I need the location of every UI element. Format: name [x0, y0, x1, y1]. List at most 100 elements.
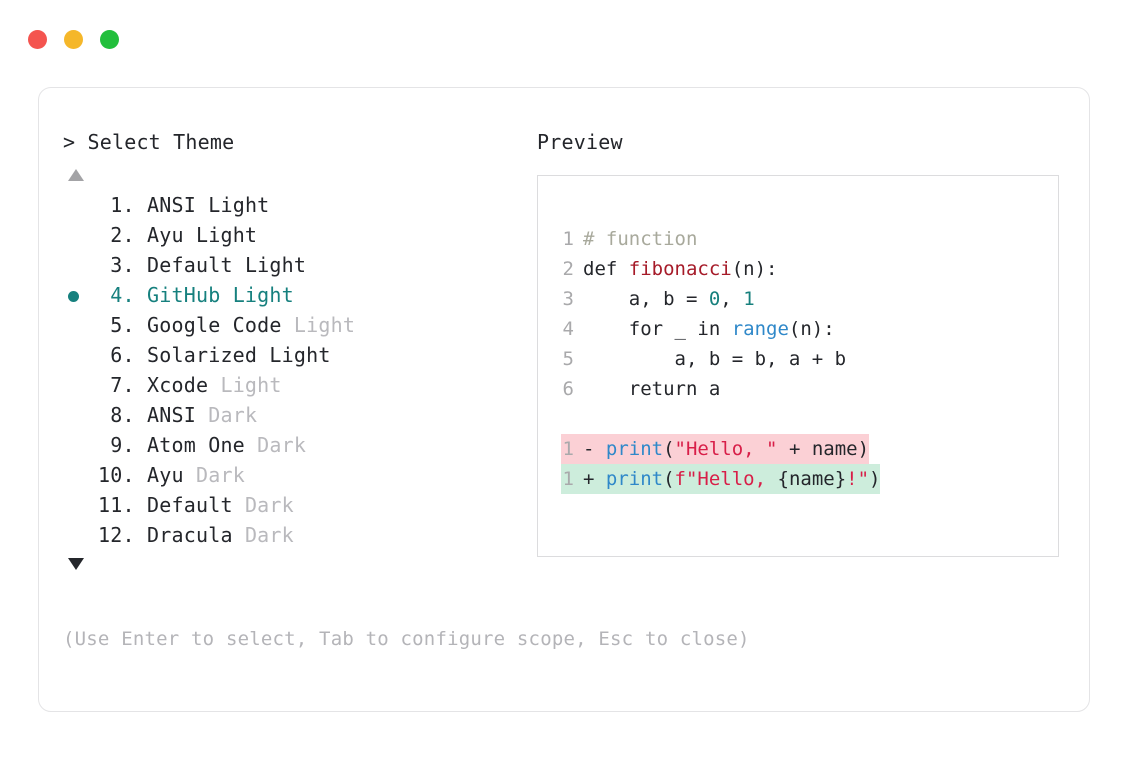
- theme-item-index: 10.: [98, 463, 147, 487]
- theme-list-item[interactable]: 3. Default Light: [63, 250, 533, 280]
- theme-item-variant: Dark: [244, 523, 294, 547]
- scroll-down-icon[interactable]: [68, 558, 84, 570]
- theme-list-item[interactable]: 5. Google Code Light: [63, 310, 533, 340]
- code-token: ): [869, 468, 881, 490]
- minimize-button[interactable]: [64, 30, 83, 49]
- theme-item-variant: Light: [220, 373, 282, 397]
- theme-item-name: Atom One: [147, 433, 258, 457]
- theme-list-item[interactable]: 1. ANSI Light: [63, 190, 533, 220]
- line-number: 4: [562, 318, 574, 340]
- maximize-button[interactable]: [100, 30, 119, 49]
- theme-item-name: Xcode: [147, 373, 221, 397]
- theme-item-index: 5.: [98, 313, 147, 337]
- code-token: print: [605, 438, 664, 460]
- theme-item-index: 11.: [98, 493, 147, 517]
- theme-item-variant: Dark: [244, 493, 294, 517]
- theme-list-item[interactable]: 4. GitHub Light: [63, 280, 533, 310]
- diff-sign: +: [583, 468, 606, 490]
- theme-item-variant: Light: [195, 223, 258, 247]
- theme-list-item[interactable]: 9. Atom One Dark: [63, 430, 533, 460]
- code-token: print: [605, 468, 664, 490]
- window-traffic-lights: [28, 30, 119, 49]
- theme-item-name: Default: [147, 253, 245, 277]
- diff-line-add: 1+ print(f"Hello, {name}!"): [561, 464, 881, 494]
- code-token: (n):: [788, 318, 835, 340]
- theme-list-item[interactable]: 11. Default Dark: [63, 490, 533, 520]
- code-token: for _ in: [583, 318, 732, 340]
- theme-item-name: Ayu: [147, 463, 196, 487]
- code-preview: 1# function 2 def fibonacci (n): 3 a, b = 0,…: [561, 224, 1058, 494]
- theme-item-index: 4.: [98, 283, 147, 307]
- scroll-up-icon[interactable]: [68, 169, 84, 181]
- theme-item-index: 9.: [98, 433, 147, 457]
- theme-item-index: 8.: [98, 403, 147, 427]
- selected-bullet-icon: [68, 291, 79, 302]
- line-number: 1: [562, 468, 574, 490]
- theme-item-index: 6.: [98, 343, 147, 367]
- theme-item-variant: Dark: [208, 403, 258, 427]
- code-token: ,: [720, 288, 744, 310]
- diff-line-del: 1- print("Hello, " + name): [561, 434, 870, 464]
- theme-item-index: 3.: [98, 253, 147, 277]
- theme-list-item[interactable]: 7. Xcode Light: [63, 370, 533, 400]
- code-line: 6 return a: [561, 374, 1058, 404]
- line-number: 3: [562, 288, 574, 310]
- theme-item-variant: Light: [269, 343, 331, 367]
- theme-item-variant: Light: [232, 283, 294, 307]
- theme-item-index: 7.: [98, 373, 147, 397]
- page-title: > Select Theme: [63, 130, 235, 154]
- theme-item-name: Solarized: [147, 343, 270, 367]
- code-token: (: [663, 468, 675, 490]
- code-line: 3 a, b = 0, 1: [561, 284, 1058, 314]
- code-token: range: [731, 318, 789, 340]
- theme-list-item[interactable]: 2. Ayu Light: [63, 220, 533, 250]
- theme-list-item[interactable]: 10. Ayu Dark: [63, 460, 533, 490]
- line-number: 1: [562, 228, 574, 250]
- preview-panel: Preview 1# function 2 def fibonacci (n): 3 a…: [537, 132, 1067, 557]
- theme-item-name: GitHub: [147, 283, 233, 307]
- line-number: 5: [562, 348, 574, 370]
- theme-list-panel: > Select Theme 1. ANSI Light 2. Ayu Ligh…: [63, 132, 533, 570]
- theme-item-index: 12.: [98, 523, 147, 547]
- theme-item-index: 1.: [98, 193, 147, 217]
- theme-item-name: Google Code: [147, 313, 294, 337]
- code-token: ): [857, 438, 870, 460]
- code-line: 4 for _ in range(n):: [561, 314, 1058, 344]
- code-spacer: [561, 404, 1058, 434]
- line-number: 2: [562, 258, 574, 280]
- code-token: def: [583, 258, 629, 280]
- code-token: 1: [743, 288, 755, 310]
- preview-box: 1# function 2 def fibonacci (n): 3 a, b = 0,…: [537, 175, 1059, 557]
- code-line: 1# function: [561, 224, 1058, 254]
- theme-list: 1. ANSI Light 2. Ayu Light 3. Default Li…: [63, 190, 533, 550]
- theme-list-item[interactable]: 12. Dracula Dark: [63, 520, 533, 550]
- theme-item-variant: Light: [208, 193, 270, 217]
- code-token: {name}: [777, 468, 847, 490]
- theme-item-name: ANSI: [147, 403, 209, 427]
- code-token: "Hello, ": [674, 438, 778, 460]
- theme-item-name: Default: [147, 493, 245, 517]
- preview-title: Preview: [537, 130, 623, 154]
- theme-item-variant: Light: [293, 313, 356, 337]
- theme-list-item[interactable]: 8. ANSI Dark: [63, 400, 533, 430]
- theme-selector-card: > Select Theme 1. ANSI Light 2. Ayu Ligh…: [38, 87, 1090, 712]
- theme-list-item[interactable]: 6. Solarized Light: [63, 340, 533, 370]
- theme-item-name: ANSI: [147, 193, 209, 217]
- diff-sign: -: [583, 438, 606, 460]
- code-token: fibonacci: [628, 258, 732, 280]
- theme-item-name: Ayu: [147, 223, 196, 247]
- close-button[interactable]: [28, 30, 47, 49]
- code-token: a, b = b, a + b: [583, 348, 847, 370]
- code-line: 5 a, b = b, a + b: [561, 344, 1058, 374]
- keyboard-hint: (Use Enter to select, Tab to configure s…: [63, 628, 750, 650]
- theme-item-variant: Dark: [257, 433, 307, 457]
- theme-item-variant: Dark: [195, 463, 245, 487]
- code-token: return a: [583, 378, 721, 400]
- code-token: (: [663, 438, 675, 460]
- code-token: !": [846, 468, 870, 490]
- theme-item-index: 2.: [98, 223, 147, 247]
- theme-item-variant: Light: [244, 253, 307, 277]
- line-number: 6: [562, 378, 574, 400]
- code-token: a, b =: [583, 288, 709, 310]
